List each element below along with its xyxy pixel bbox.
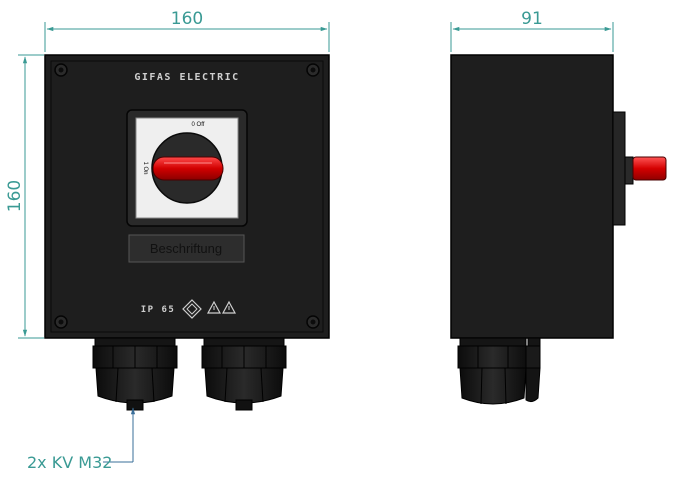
side-depth-label: 91 [521, 9, 543, 29]
brand-label: GIFAS ELECTRIC [134, 72, 239, 83]
front-height-label: 160 [5, 180, 25, 212]
front-cable-gland-left [92, 337, 178, 411]
rotary-switch[interactable]: 0 Off 1 On [126, 109, 248, 227]
gland-callout-label: 2x KV M32 [27, 453, 112, 472]
front-width-label: 160 [171, 9, 203, 29]
switch-position-off-label: 0 Off [192, 122, 205, 128]
ip-rating-label: IP 65 [141, 305, 176, 315]
side-depth-dimension: 91 [450, 9, 614, 52]
front-cable-gland-right [201, 337, 287, 411]
side-enclosure [450, 54, 667, 339]
gland-callout: 2x KV M32 [27, 407, 136, 472]
warning-triangle-icon [206, 300, 237, 314]
switch-handle[interactable] [152, 156, 224, 181]
side-cable-gland-left [457, 337, 529, 405]
switch-position-on-label: 1 On [142, 161, 148, 174]
label-plate-text: Beschriftung [150, 241, 222, 256]
side-cable-gland-right [525, 337, 541, 403]
corner-screw-icon [54, 63, 320, 329]
ex-diamond-icon [182, 299, 202, 319]
side-switch-handle [632, 156, 667, 181]
front-height-dimension: 160 [5, 54, 44, 339]
front-width-dimension: 160 [44, 9, 330, 52]
front-enclosure: GIFAS ELECTRIC 0 Off 1 On Beschriftung I… [44, 54, 330, 339]
label-plate [128, 234, 245, 263]
